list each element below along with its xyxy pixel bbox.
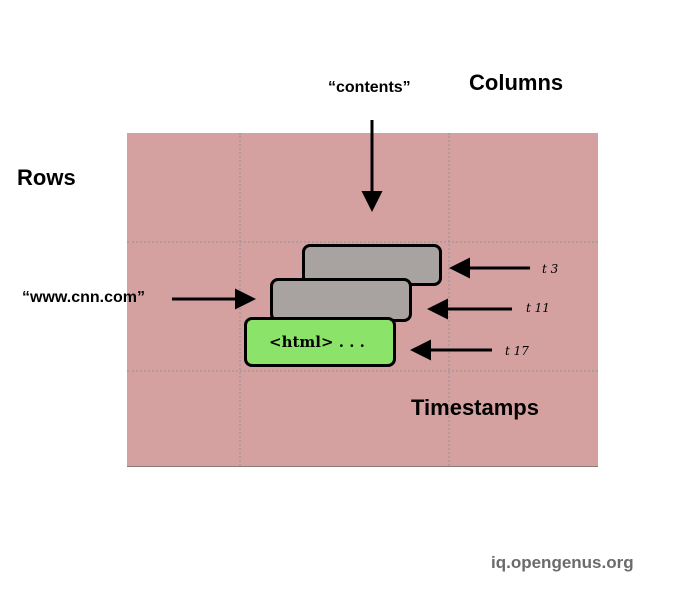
columns-label: Columns [469,70,564,95]
timestamp-label: t 3 [542,262,559,276]
cell-version-t17: <html> . . . [244,317,396,367]
timestamps-label: Timestamps [411,395,539,420]
timestamp-label: t 17 [505,344,529,358]
contents-label: “contents” [328,79,411,96]
timestamp-label: t 11 [526,301,550,315]
cell-content-text: <html> . . . [269,333,365,351]
grid-row-divider [127,370,598,372]
row-key-label: “www.cnn.com” [22,289,145,306]
watermark: iq.opengenus.org [491,553,634,572]
grid-column-divider [448,133,450,466]
rows-label: Rows [17,165,76,190]
grid-row-divider [127,241,598,243]
